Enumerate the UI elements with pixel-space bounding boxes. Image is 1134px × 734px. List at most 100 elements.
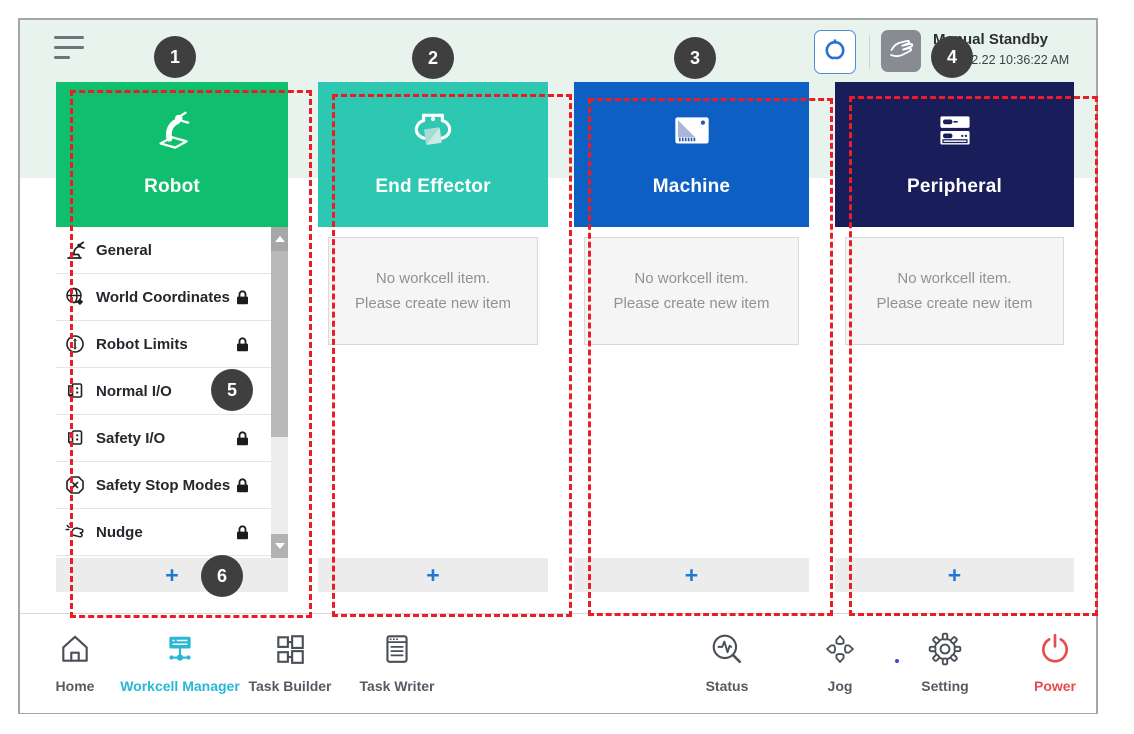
workcell-manager-icon <box>163 632 197 671</box>
empty-line1: No workcell item. <box>634 270 749 287</box>
nav-label: Status <box>705 678 749 694</box>
nav-jog[interactable]: Jog <box>775 632 905 694</box>
setting-icon <box>928 632 962 671</box>
nav-label: Power <box>1033 678 1076 694</box>
nav-task-writer[interactable]: Task Writer <box>332 632 462 694</box>
menu-item-label: Robot Limits <box>96 335 188 353</box>
peripheral-add-button[interactable]: + <box>835 558 1074 592</box>
empty-line2: Please create new item <box>613 295 770 312</box>
annotation-badge-2: 2 <box>412 37 454 79</box>
empty-line2: Please create new item <box>876 295 1033 312</box>
lock-icon <box>234 477 251 494</box>
nav-status[interactable]: Status <box>662 632 792 694</box>
nav-label: Task Builder <box>248 678 332 694</box>
end-effector-icon <box>408 106 458 158</box>
nav-home[interactable]: Home <box>10 632 140 694</box>
menu-item-safety-stop-modes[interactable]: Safety Stop Modes <box>56 462 271 509</box>
end-effector-add-button[interactable]: + <box>318 558 548 592</box>
jog-icon <box>823 632 857 671</box>
lock-icon <box>234 430 251 447</box>
robot-column-header[interactable]: Robot <box>56 82 288 227</box>
gripper-mode-icon <box>821 36 849 69</box>
world-coordinates-icon <box>64 286 86 308</box>
safety-stop-icon <box>64 474 86 496</box>
nudge-icon <box>64 521 86 543</box>
machine-icon <box>667 106 717 158</box>
machine-column-label: Machine <box>652 176 731 197</box>
menu-item-label: Safety Stop Modes <box>96 476 231 494</box>
menu-item-nudge[interactable]: Nudge <box>56 509 271 556</box>
power-icon <box>1038 632 1072 671</box>
triangle-up-icon <box>274 236 285 242</box>
robot-arm-icon <box>64 239 86 261</box>
lock-icon <box>234 289 251 306</box>
end-effector-column-label: End Effector <box>375 176 491 197</box>
annotation-badge-5: 5 <box>211 369 253 411</box>
end-effector-column-header[interactable]: End Effector <box>318 82 548 227</box>
nav-power[interactable]: Power <box>990 632 1120 694</box>
nav-label: Workcell Manager <box>120 678 240 694</box>
menu-item-label: Safety I/O <box>96 429 166 447</box>
task-writer-icon <box>380 632 414 671</box>
robot-limits-icon <box>64 333 86 355</box>
robot-add-button[interactable]: + <box>56 558 288 592</box>
robot-mode-button[interactable] <box>814 30 856 74</box>
nav-label: Setting <box>921 678 969 694</box>
machine-add-button[interactable]: + <box>574 558 809 592</box>
triangle-down-icon <box>274 543 285 549</box>
top-divider <box>869 35 870 69</box>
annotation-badge-3: 3 <box>674 37 716 79</box>
annotation-badge-4: 4 <box>931 36 973 78</box>
lock-icon <box>234 524 251 541</box>
menu-item-general[interactable]: General <box>56 227 271 274</box>
robot-column-label: Robot <box>144 176 200 197</box>
scroll-up-button[interactable] <box>271 227 288 251</box>
menu-item-robot-limits[interactable]: Robot Limits <box>56 321 271 368</box>
peripheral-icon <box>930 106 980 158</box>
peripheral-column-label: Peripheral <box>907 176 1002 197</box>
peripheral-empty-state: No workcell item. Please create new item <box>845 237 1064 345</box>
bottom-nav: Home Workcell Manager <box>20 613 1096 713</box>
menu-item-label: General <box>96 241 152 259</box>
app-window: Manual Standby 2022.02.22 10:36:22 AM Ro… <box>18 18 1098 714</box>
cursor-dot <box>895 659 899 663</box>
menu-item-safety-io[interactable]: Safety I/O <box>56 415 271 462</box>
annotation-badge-6: 6 <box>201 555 243 597</box>
menu-item-label: World Coordinates <box>96 288 230 306</box>
peripheral-column-header[interactable]: Peripheral <box>835 82 1074 227</box>
robot-icon <box>147 106 197 158</box>
robot-menu-scrollbar[interactable] <box>271 227 288 558</box>
plus-icon: + <box>426 561 440 588</box>
nav-label: Task Writer <box>359 678 435 694</box>
menu-item-world-coordinates[interactable]: World Coordinates <box>56 274 271 321</box>
plus-icon: + <box>684 561 699 588</box>
plus-icon: + <box>165 561 179 588</box>
nav-setting[interactable]: Setting <box>880 632 1010 694</box>
machine-column-header[interactable]: Machine <box>574 82 809 227</box>
end-effector-empty-state: No workcell item. Please create new item <box>328 237 538 345</box>
hand-icon <box>886 34 916 69</box>
machine-empty-state: No workcell item. Please create new item <box>584 237 799 345</box>
task-builder-icon <box>273 632 307 671</box>
robot-menu-list: General World Coordinates <box>56 227 288 558</box>
io-icon <box>64 380 86 402</box>
empty-line1: No workcell item. <box>375 270 491 287</box>
empty-line1: No workcell item. <box>897 270 1012 287</box>
plus-icon: + <box>947 561 962 588</box>
menu-icon[interactable] <box>54 36 88 66</box>
nav-task-builder[interactable]: Task Builder <box>225 632 355 694</box>
annotation-badge-1: 1 <box>154 36 196 78</box>
menu-item-label: Nudge <box>96 523 143 541</box>
io-icon <box>64 427 86 449</box>
scroll-down-button[interactable] <box>271 534 288 558</box>
manual-mode-button[interactable] <box>881 30 921 72</box>
empty-line2: Please create new item <box>355 295 511 312</box>
nav-label: Jog <box>827 678 853 694</box>
menu-item-label: Normal I/O <box>96 382 172 400</box>
lock-icon <box>234 336 251 353</box>
status-icon <box>710 632 744 671</box>
nav-workcell-manager[interactable]: Workcell Manager <box>115 632 245 694</box>
scrollbar-thumb[interactable] <box>271 251 288 437</box>
nav-label: Home <box>55 678 95 694</box>
